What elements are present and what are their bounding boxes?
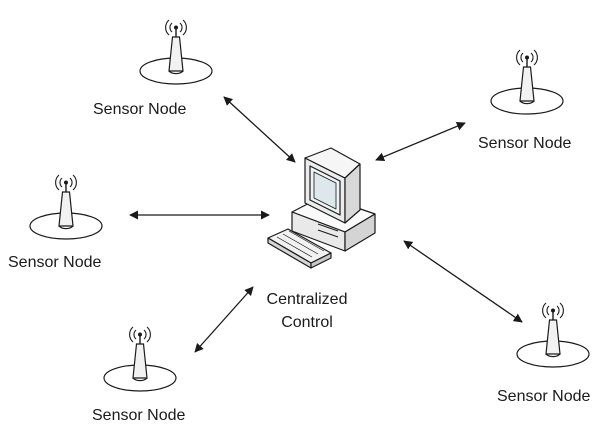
sensor-node-label: Sensor Node [93,101,187,118]
central-control-label-line1: Centralized [266,291,348,308]
sensor-node-label: Sensor Node [92,407,186,424]
antenna-icon [103,326,177,392]
antenna-icon [516,302,590,368]
central-control-label: Centralized Control [252,288,362,334]
antenna-icon [29,174,103,240]
connection-arrow [194,286,254,353]
sensor-node-label: Sensor Node [497,388,591,405]
connection-arrow [375,121,466,162]
connection-arrow [223,96,296,163]
desktop-computer-icon [267,147,376,269]
antenna-icon [139,19,213,85]
antenna-icon [490,49,564,115]
sensor-node-label: Sensor Node [8,254,102,271]
central-control-label-line2: Control [281,314,333,331]
sensor-node-label: Sensor Node [478,135,572,152]
connection-arrow [403,240,523,323]
